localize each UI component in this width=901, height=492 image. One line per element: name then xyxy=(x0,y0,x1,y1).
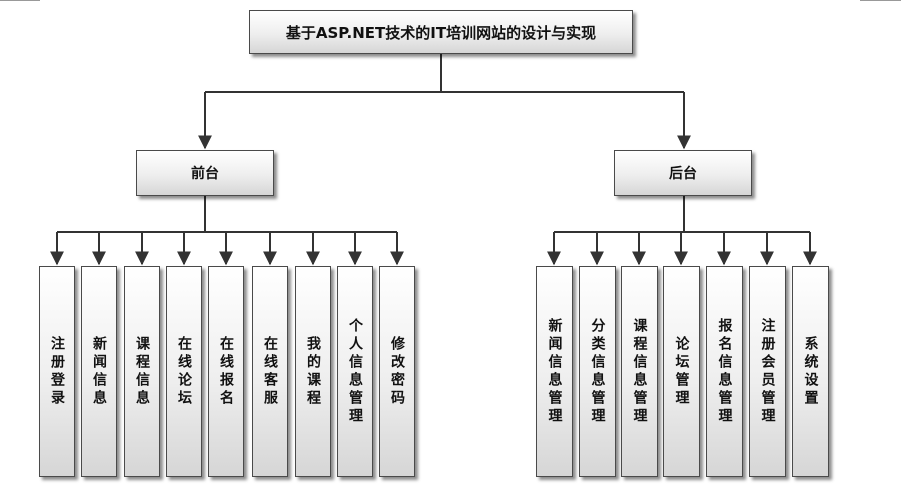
leaf-label: 课程信息管理 xyxy=(631,317,648,426)
branch-label: 前台 xyxy=(191,166,219,182)
leaf-node: 在线报名 xyxy=(208,266,244,477)
leaf-label: 论坛管理 xyxy=(673,335,690,408)
leaf-label: 课程信息 xyxy=(134,335,150,408)
leaf-node: 报名信息管理 xyxy=(706,266,743,477)
leaf-node: 注册登录 xyxy=(39,266,75,477)
leaf-label: 修改密码 xyxy=(389,335,405,408)
leaf-node: 课程信息管理 xyxy=(621,266,658,477)
leaf-label: 注册登录 xyxy=(49,335,65,408)
leaf-node: 新闻信息管理 xyxy=(536,266,573,477)
root-node: 基于ASP.NET技术的IT培训网站的设计与实现 xyxy=(249,10,633,54)
leaf-node: 注册会员管理 xyxy=(749,266,786,477)
leaf-label: 报名信息管理 xyxy=(716,317,733,426)
branch-node-frontend: 前台 xyxy=(136,150,274,196)
root-title: 基于ASP.NET技术的IT培训网站的设计与实现 xyxy=(285,23,597,42)
leaf-label: 在线客服 xyxy=(262,335,278,408)
leaf-label: 在线报名 xyxy=(218,335,234,408)
leaf-label: 新闻信息管理 xyxy=(546,317,563,426)
corner-line-left xyxy=(0,0,40,1)
leaf-node: 系统设置 xyxy=(792,266,829,477)
branch-label: 后台 xyxy=(669,166,697,182)
leaf-node: 课程信息 xyxy=(124,266,160,477)
leaf-node: 在线论坛 xyxy=(166,266,202,477)
leaf-node: 论坛管理 xyxy=(663,266,700,477)
corner-line-right xyxy=(860,0,901,1)
leaf-label: 我的课程 xyxy=(305,335,321,408)
leaf-label: 在线论坛 xyxy=(176,335,192,408)
leaf-node: 修改密码 xyxy=(379,266,415,477)
leaf-label: 系统设置 xyxy=(802,335,819,408)
leaf-label: 分类信息管理 xyxy=(589,317,606,426)
leaf-node: 分类信息管理 xyxy=(579,266,616,477)
leaf-node: 个人信息管理 xyxy=(337,266,373,477)
leaf-node: 新闻信息 xyxy=(81,266,117,477)
branch-node-backend: 后台 xyxy=(614,150,752,196)
leaf-node: 我的课程 xyxy=(295,266,331,477)
leaf-label: 个人信息管理 xyxy=(347,317,363,426)
leaf-node: 在线客服 xyxy=(252,266,288,477)
leaf-label: 新闻信息 xyxy=(91,335,107,408)
leaf-label: 注册会员管理 xyxy=(759,317,776,426)
